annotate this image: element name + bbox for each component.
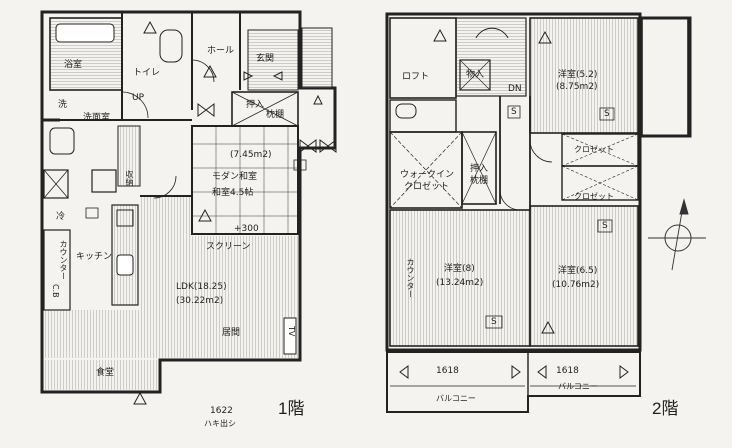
wash-bowl-label: 洗 (58, 100, 68, 110)
closet2-label: 押入 (470, 164, 489, 174)
japanese-room-label: モダン和室 (212, 172, 258, 182)
japanese-size-label: 和室4.5帖 (212, 188, 254, 198)
walkin2-label: クロゼット (404, 182, 450, 192)
floor1-plan (40, 10, 337, 405)
closet2-upper-label: 枕棚 (470, 176, 489, 186)
fridge-label: 冷 (56, 212, 66, 222)
bedroom1-area-label: (8.75m2) (556, 82, 598, 92)
compass-icon (648, 198, 706, 271)
closet-a-label: クロゼット (574, 145, 614, 154)
ldk-label: LDK(18.25) (176, 282, 227, 292)
counter2-label: カウンター (406, 258, 415, 298)
closet-upper-label: 枕棚 (266, 110, 285, 120)
screen-label: スクリーン (206, 242, 251, 252)
toilet-label: トイレ (133, 68, 161, 78)
floor2-plan (385, 12, 692, 413)
bedroom3-area-label: (10.76m2) (552, 280, 600, 290)
washroom-label: 洗面室 (83, 113, 111, 123)
bedroom3-label: 洋室(6.5) (558, 266, 598, 276)
bedroom2-area-label: (13.24m2) (436, 278, 484, 288)
storage2-label: 物入 (466, 70, 485, 80)
floor1-dimension: 1622 (210, 406, 233, 416)
closet-label: 押入 (246, 100, 265, 110)
hall-label: ホール (207, 46, 235, 56)
bath-label: 浴室 (64, 60, 83, 70)
s-box-4: S (491, 317, 497, 327)
entrance-label: 玄関 (256, 54, 275, 64)
s-box-1: S (511, 107, 517, 117)
kitchen-label: キッチン (76, 252, 113, 262)
s-box-3: S (602, 221, 608, 231)
bedroom2-label: 洋室(8) (444, 264, 475, 274)
ldk-area-label: (30.22m2) (176, 296, 224, 306)
dining-label: 食堂 (96, 368, 115, 378)
floor1-title: 1階 (278, 399, 305, 418)
s-box-2: S (604, 109, 610, 119)
storage-label: 収納 (125, 170, 134, 186)
kitchen-counter-label: カウンター (59, 240, 68, 280)
down-label: DN (508, 84, 522, 94)
floor-diff-label: +300 (234, 224, 259, 234)
loft-label: ロフト (402, 72, 430, 82)
balcony-left-label: バルコニー (436, 394, 476, 403)
floor2-title: 2階 (652, 399, 679, 418)
walkin-label: ウォークイン (400, 170, 455, 180)
tv-label: TV (287, 326, 296, 337)
balcony-right-label: バルコニー (558, 382, 598, 391)
balcony-left-dim: 1618 (436, 366, 459, 376)
balcony-right-dim: 1618 (556, 366, 579, 376)
cupboard-label: C.B (51, 284, 60, 298)
bedroom1-label: 洋室(5.2) (558, 70, 598, 80)
up-label: UP (132, 93, 145, 103)
living-label: 居間 (222, 328, 241, 338)
floor1-window-label: ハキ出シ (204, 419, 236, 428)
closet-b-label: クロゼット (574, 192, 614, 201)
japanese-area-label: (7.45m2) (230, 150, 272, 160)
